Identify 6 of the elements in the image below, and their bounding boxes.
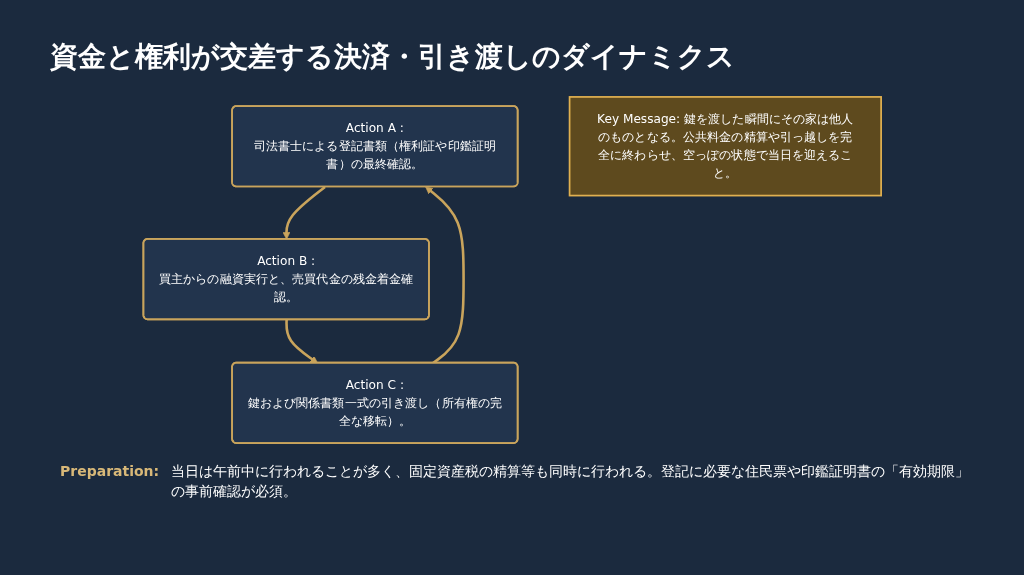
- node-box: Key Message: 鍵を渡した瞬間にその家は他人のものとなる。公共料金の精算や引っ越しを完全に終わらせ、空っぽの状態で当日を迎えること。: [568, 96, 882, 197]
- preparation-heading: Preparation:: [60, 462, 160, 481]
- arrow: [282, 185, 326, 240]
- note-text: 当日は午前中に行われることが多く、固定資産税の精算等も同時に行われる。登記に必要な住民票や印鑑証明書の「有効期限」の事前確認が必須。: [171, 462, 971, 501]
- arrow: [284, 319, 318, 364]
- title: 資金と権利が交差する決済・引き渡しのダイナミクス: [50, 39, 735, 75]
